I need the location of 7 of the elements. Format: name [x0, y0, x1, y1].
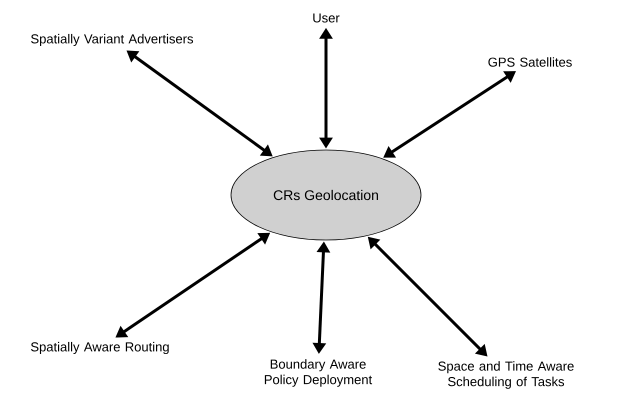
node-label: User — [313, 13, 340, 23]
node-label: Boundary Aware Policy Deployment — [264, 359, 372, 387]
node-label: Spatially Variant Advertisers — [31, 34, 194, 46]
node-label: GPS Satellites — [488, 57, 572, 67]
node-label: Space and Time Aware Scheduling of Tasks — [438, 361, 574, 389]
ellipse-node: CRs Geolocation — [230, 150, 422, 240]
node-label: Spatially Aware Routing — [30, 342, 169, 354]
